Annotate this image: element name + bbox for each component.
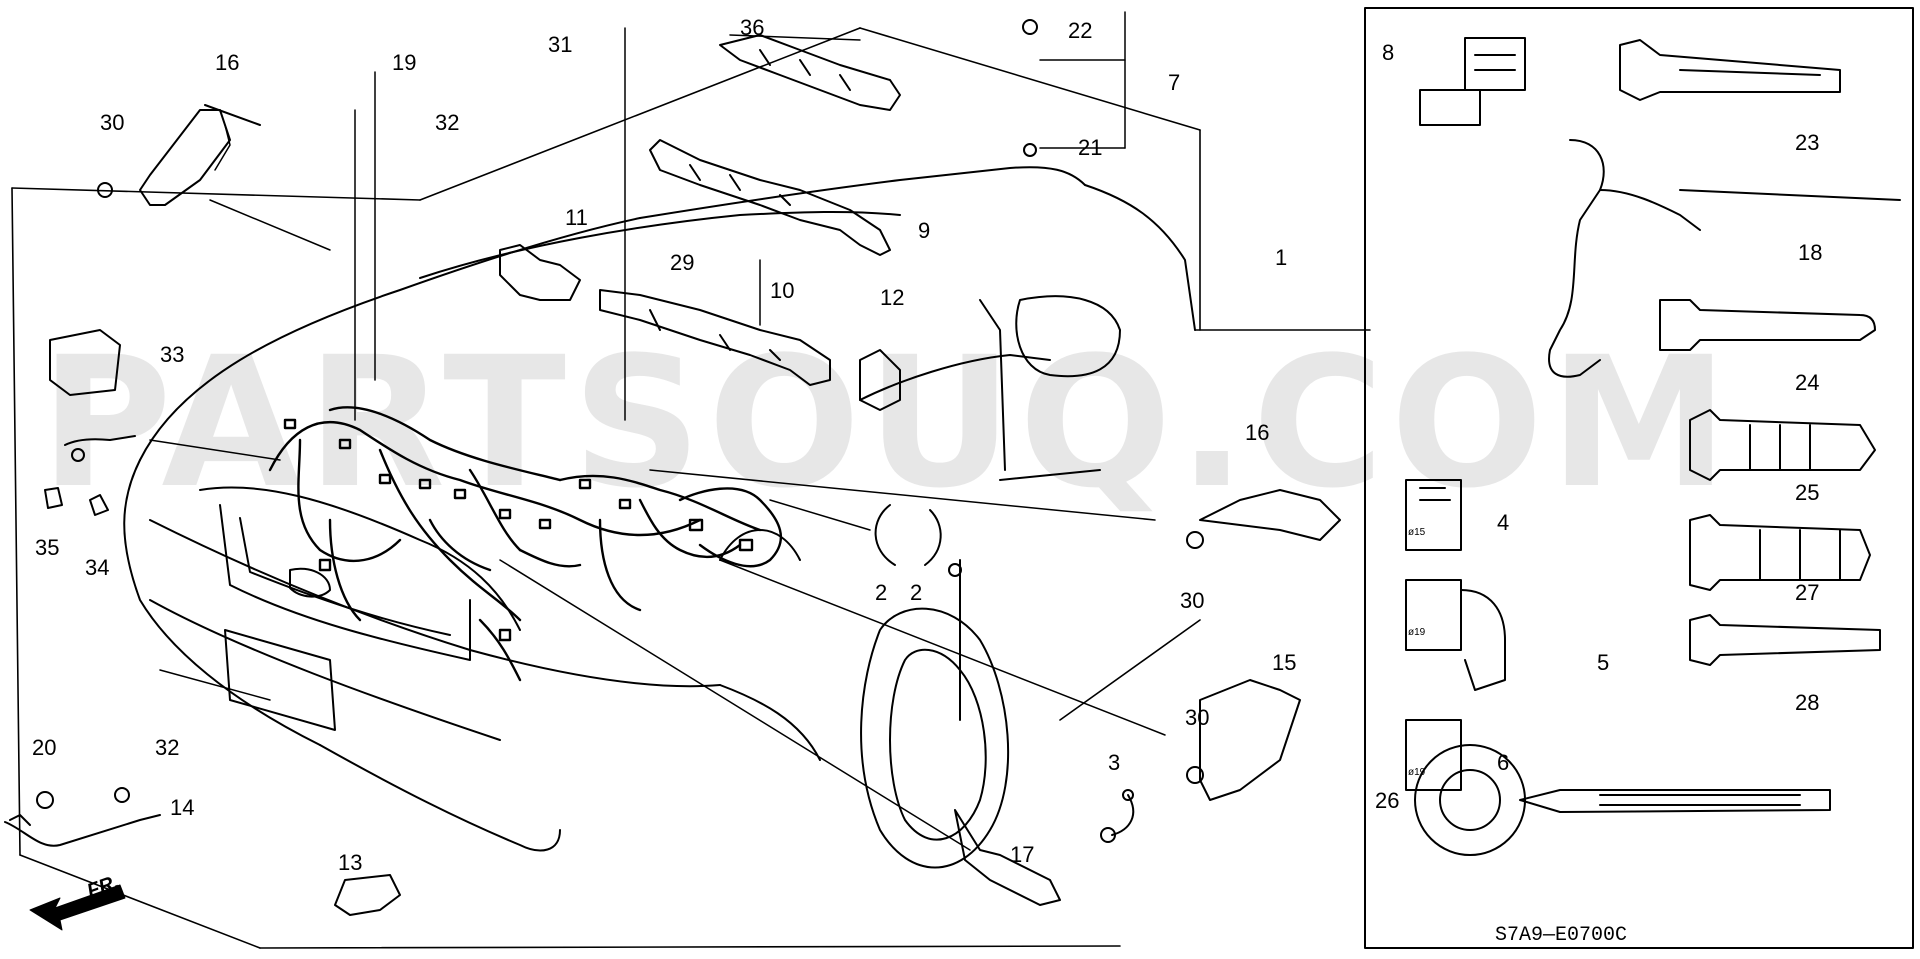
left-small-parts	[4, 19, 1341, 916]
leader-lines	[149, 11, 1371, 851]
callout-29: 29	[670, 250, 694, 275]
clamps-2	[874, 504, 942, 566]
callout-35: 35	[35, 535, 59, 560]
callout-4: 4	[1497, 510, 1509, 535]
callout-13: 13	[338, 850, 362, 875]
callout-12: 12	[880, 285, 904, 310]
callout-23: 23	[1795, 130, 1819, 155]
callout-31: 31	[548, 32, 572, 57]
callout-9: 9	[918, 218, 930, 243]
callout-30b: 30	[1180, 588, 1204, 613]
callout-5: 5	[1597, 650, 1609, 675]
harness-brackets-upper	[499, 34, 901, 411]
callout-32a: 32	[435, 110, 459, 135]
diameter-label-4: ø15	[1408, 527, 1426, 538]
callout-2a: 2	[875, 580, 887, 605]
callout-19: 19	[392, 50, 416, 75]
callout-10: 10	[770, 278, 794, 303]
callout-16a: 16	[215, 50, 239, 75]
clip-parts	[1405, 37, 1901, 856]
callout-15: 15	[1272, 650, 1296, 675]
callout-16b: 16	[1245, 420, 1269, 445]
callout-24: 24	[1795, 370, 1819, 395]
parts-panel-frame	[1364, 7, 1914, 949]
callout-32b: 32	[155, 735, 179, 760]
callout-33: 33	[160, 342, 184, 367]
callout-22: 22	[1068, 18, 1092, 43]
callout-11: 11	[565, 205, 588, 230]
callout-21: 21	[1078, 135, 1102, 160]
callout-17: 17	[1010, 842, 1034, 867]
vehicle-outline	[123, 166, 1196, 869]
frame-lines	[11, 27, 1201, 949]
callout-30c: 30	[1185, 705, 1209, 730]
callout-28: 28	[1795, 690, 1819, 715]
diagram-reference-code: S7A9—E0700C	[1495, 924, 1627, 947]
callout-27: 27	[1795, 580, 1819, 605]
callout-3: 3	[1108, 750, 1120, 775]
callout-26: 26	[1375, 788, 1399, 813]
diameter-label-5: ø19	[1408, 627, 1426, 638]
callout-30a: 30	[100, 110, 124, 135]
callout-36: 36	[740, 15, 764, 40]
callout-labels: 1 2 2 3 4 5 6 7 8 9 10 11 12 13 14 15 16…	[32, 15, 1822, 875]
callout-6: 6	[1497, 750, 1509, 775]
callout-14: 14	[170, 795, 194, 820]
front-direction-arrow: FR.	[29, 871, 126, 931]
engine-wire-harness	[268, 406, 782, 682]
callout-20: 20	[32, 735, 56, 760]
callout-18: 18	[1798, 240, 1822, 265]
callout-34: 34	[85, 555, 109, 580]
callout-1: 1	[1275, 245, 1287, 270]
callout-7: 7	[1168, 70, 1180, 95]
callout-25: 25	[1795, 480, 1819, 505]
callout-8: 8	[1382, 40, 1394, 65]
callout-2b: 2	[910, 580, 922, 605]
diameter-label-6: ø19	[1408, 767, 1426, 778]
